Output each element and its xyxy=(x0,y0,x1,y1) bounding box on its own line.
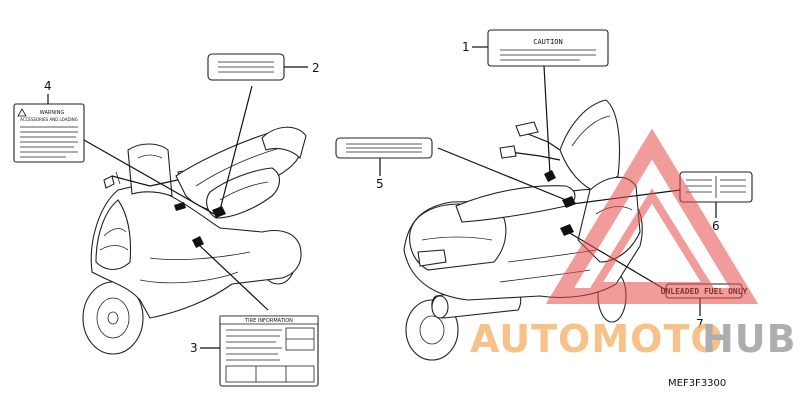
callout-2: 2 xyxy=(312,61,320,75)
callout-6: 6 xyxy=(712,219,720,233)
diagram-code: MEF3F3300 xyxy=(668,378,726,389)
callout-7: 7 xyxy=(696,317,704,331)
warning-subtitle: ACCESSORIES AND LOADING xyxy=(20,117,78,122)
callout-4: 4 xyxy=(44,79,52,93)
label-2 xyxy=(207,53,285,81)
scooter-left-view xyxy=(82,126,307,355)
caution-title: CAUTION xyxy=(533,38,563,46)
watermark-logo xyxy=(545,128,759,304)
label-4-warning: WARNING ACCESSORIES AND LOADING xyxy=(13,103,85,163)
callout-5: 5 xyxy=(376,177,384,191)
watermark-text: AUTOMOTO HUB xyxy=(470,317,797,361)
callout-1: 1 xyxy=(462,40,470,54)
watermark-text-b: HUB xyxy=(702,317,797,361)
label-5 xyxy=(335,137,433,159)
tire-title: TIRE INFORMATION xyxy=(244,318,293,324)
label-3-tire-information: TIRE INFORMATION xyxy=(219,315,319,387)
callout-3: 3 xyxy=(190,341,198,355)
watermark-text-a: AUTOMOTO xyxy=(470,317,724,361)
warning-title: WARNING xyxy=(40,110,65,116)
label-1-caution: CAUTION xyxy=(487,29,609,67)
